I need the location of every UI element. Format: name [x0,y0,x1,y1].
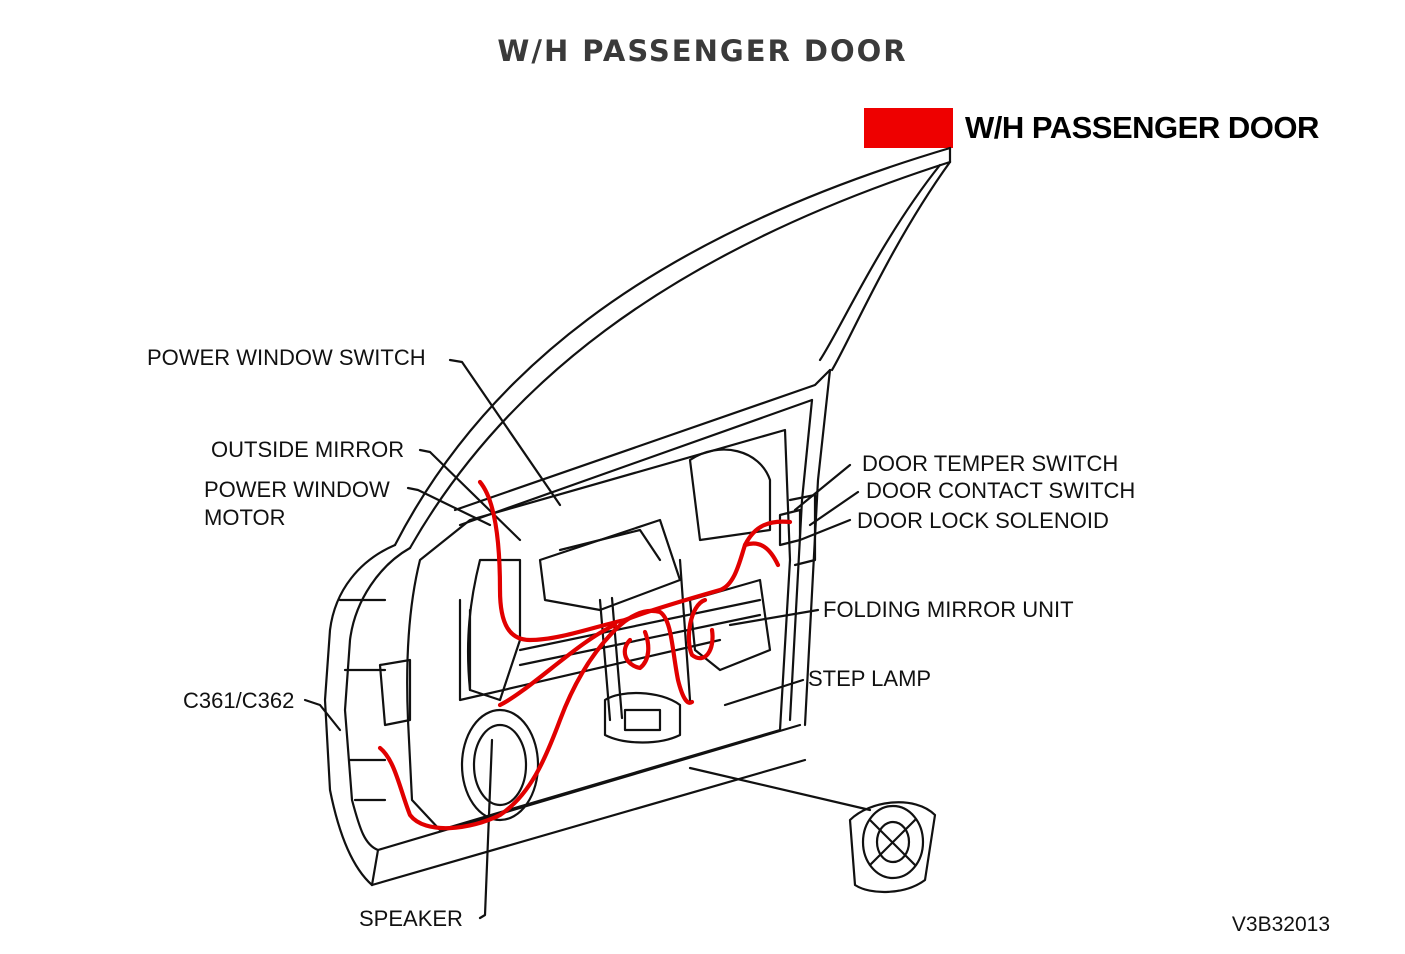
label-power-window-switch: POWER WINDOW SWITCH [147,345,426,370]
legend-swatch [864,108,953,148]
figure-code: V3B32013 [1231,913,1330,936]
label-step-lamp: STEP LAMP [808,666,932,691]
page-title: W/H PASSENGER DOOR [497,34,908,68]
label-power-window-motor-line1: POWER WINDOW [204,477,390,502]
label-speaker: SPEAKER [359,906,463,931]
label-power-window-motor-line2: MOTOR [204,505,286,530]
label-door-lock-solenoid: DOOR LOCK SOLENOID [857,508,1109,533]
door-line-art [303,146,952,920]
label-door-contact-switch: DOOR CONTACT SWITCH [866,478,1136,503]
label-outside-mirror: OUTSIDE MIRROR [211,437,405,462]
legend: W/H PASSENGER DOOR [864,108,1319,148]
harness-path [377,479,793,831]
label-door-temper-switch: DOOR TEMPER SWITCH [862,451,1119,476]
label-c361-c362: C361/C362 [183,688,295,713]
label-folding-mirror-unit: FOLDING MIRROR UNIT [823,597,1074,622]
legend-label: W/H PASSENGER DOOR [965,110,1319,145]
